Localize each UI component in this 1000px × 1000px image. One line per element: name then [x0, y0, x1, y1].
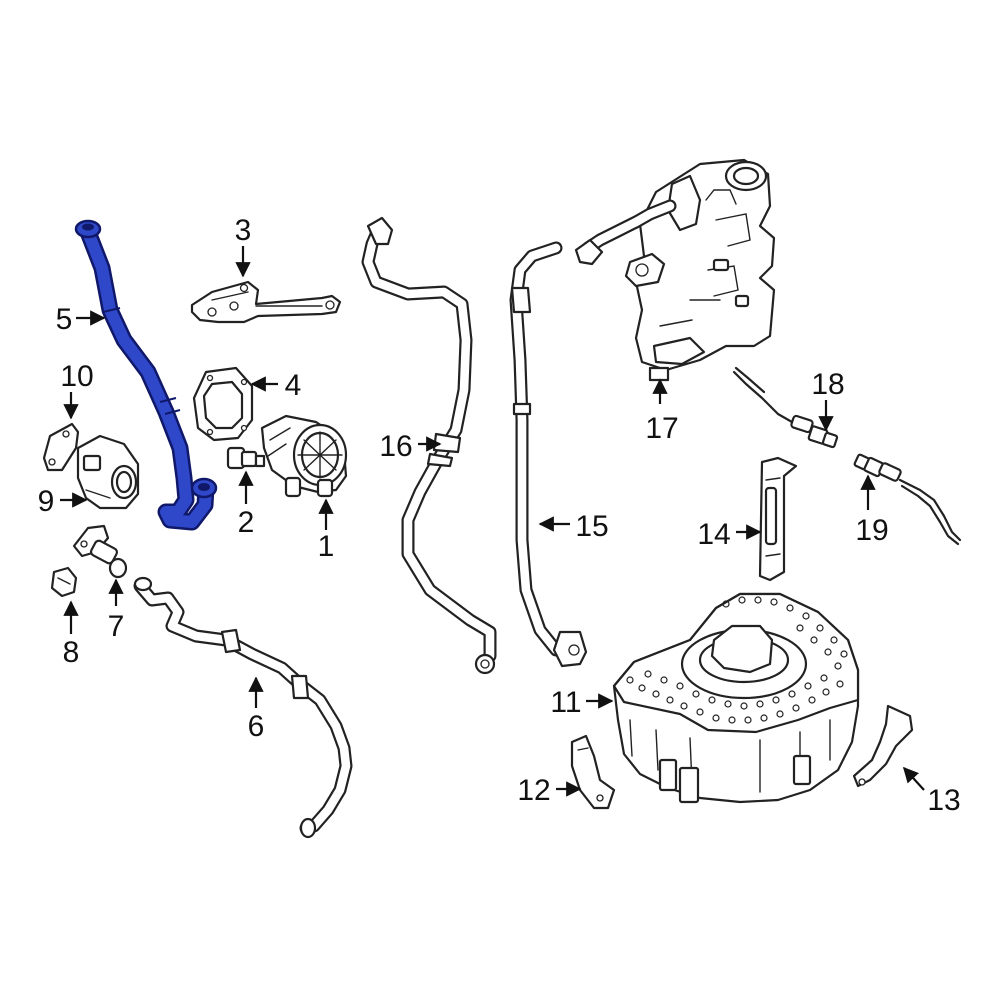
- part-11-tank[interactable]: [612, 592, 860, 804]
- callout-12[interactable]: 12: [517, 774, 550, 807]
- callout-leaders: [60, 246, 925, 797]
- callout-5[interactable]: 5: [56, 303, 73, 336]
- part-9-valve[interactable]: [76, 434, 140, 510]
- callout-15[interactable]: 15: [575, 510, 608, 543]
- callout-9[interactable]: 9: [38, 485, 55, 518]
- callout-7[interactable]: 7: [108, 610, 125, 643]
- leader-13: [902, 766, 925, 791]
- callout-6[interactable]: 6: [248, 710, 265, 743]
- callout-19[interactable]: 19: [855, 514, 888, 547]
- part-2-sensor[interactable]: [226, 446, 266, 470]
- part-14-strap[interactable]: [758, 456, 798, 582]
- part-4-gasket[interactable]: [192, 366, 254, 442]
- part-19-sensor[interactable]: [853, 453, 962, 546]
- part-7-connector[interactable]: [72, 524, 128, 579]
- callout-17[interactable]: 17: [645, 412, 678, 445]
- callout-3[interactable]: 3: [235, 214, 252, 247]
- callout-13[interactable]: 13: [927, 784, 960, 817]
- part-16-hose[interactable]: [361, 216, 497, 675]
- callout-8[interactable]: 8: [63, 636, 80, 669]
- part-5-hose-highlighted[interactable]: [74, 219, 218, 531]
- callout-11[interactable]: 11: [550, 686, 581, 719]
- part-10-bracket[interactable]: [42, 422, 80, 472]
- callout-10[interactable]: 10: [60, 360, 93, 393]
- callout-16[interactable]: 16: [379, 430, 412, 463]
- callout-4[interactable]: 4: [285, 369, 302, 402]
- callout-labels: 1 2 3 4 5 6 7 8 9 10 11 12 13 14 15 16 1…: [38, 214, 961, 817]
- part-17-purge-valve-assembly[interactable]: [574, 158, 776, 382]
- part-6-pipe[interactable]: [133, 576, 353, 839]
- part-8-clip[interactable]: [50, 566, 78, 598]
- callout-14[interactable]: 14: [697, 518, 730, 551]
- part-15-hose[interactable]: [509, 241, 588, 668]
- callout-1[interactable]: 1: [318, 530, 335, 563]
- callout-2[interactable]: 2: [238, 506, 255, 539]
- part-13-bracket[interactable]: [852, 704, 914, 788]
- part-1-pump[interactable]: [260, 414, 348, 498]
- callout-18[interactable]: 18: [811, 368, 844, 401]
- part-12-bracket[interactable]: [570, 734, 616, 810]
- part-3-bracket[interactable]: [190, 280, 342, 324]
